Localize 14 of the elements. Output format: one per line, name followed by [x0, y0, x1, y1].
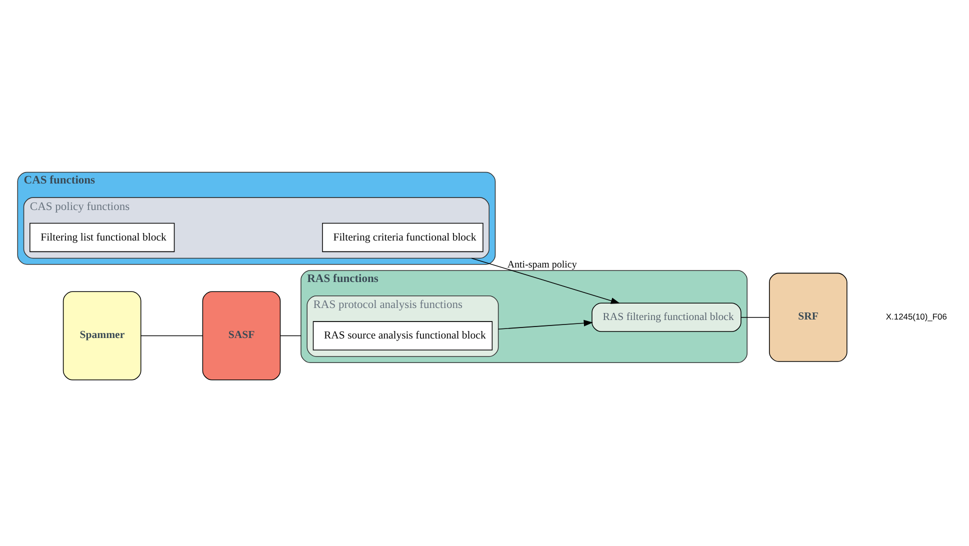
arrow [498, 320, 594, 330]
node-box: RAS filtering functional block [592, 302, 742, 332]
arrow [471, 258, 620, 304]
node-box: Filtering criteria functional block [322, 222, 484, 252]
node-box: RAS source analysis functional block [312, 321, 493, 350]
connector [740, 316, 770, 318]
node-box: SRF [769, 272, 848, 362]
connector [140, 335, 203, 336]
node-box: SASF [202, 291, 281, 380]
connector [280, 335, 302, 336]
node-box: Filtering list functional block [30, 222, 175, 252]
node-box: Spammer [62, 291, 142, 380]
edge-label: Anti-spam policy [507, 260, 577, 271]
label: X.1245(10)_F06 [886, 311, 947, 322]
